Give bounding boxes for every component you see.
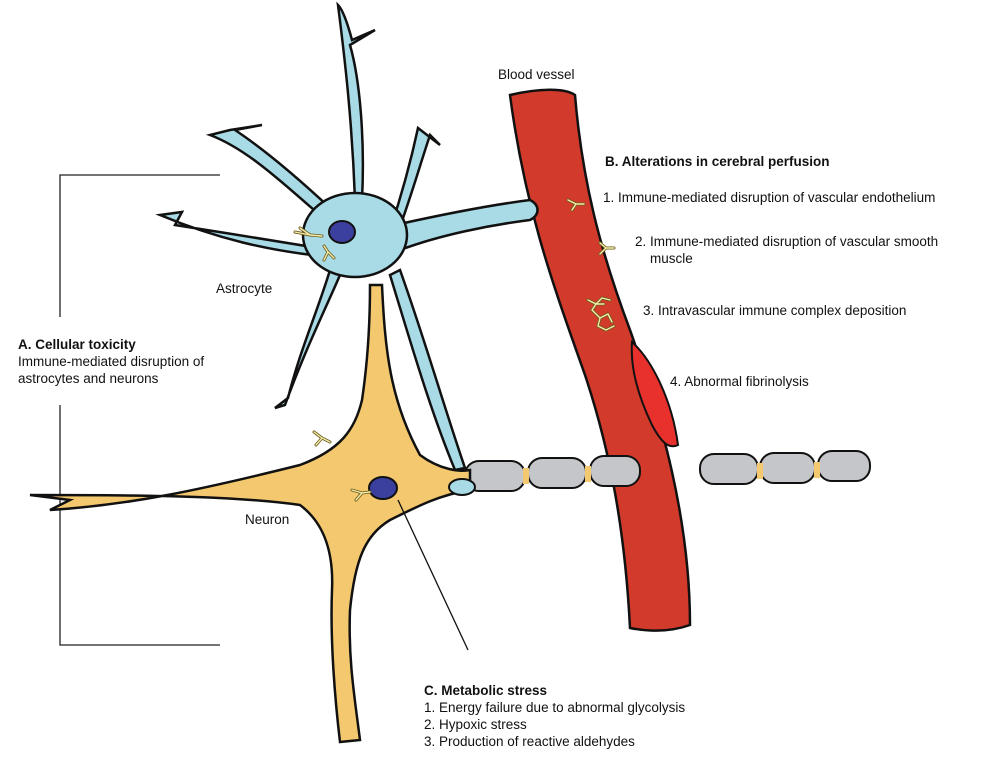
section-b-item: 1. Immune-mediated disruption of vascula… [603, 189, 935, 206]
section-c-item: 2. Hypoxic stress [424, 716, 685, 733]
section-a-text: A. Cellular toxicity Immune-mediated dis… [18, 336, 204, 387]
astrocyte-label: Astrocyte [216, 280, 272, 297]
section-a-line: Immune-mediated disruption of [18, 353, 204, 370]
section-a-bracket [60, 175, 220, 645]
astrocyte-endfoot [449, 479, 475, 495]
neuron-nucleus [369, 477, 397, 499]
blood-vessel [510, 90, 690, 631]
section-a-line: astrocytes and neurons [18, 370, 204, 387]
section-b-title: B. Alterations in cerebral perfusion [605, 153, 830, 170]
section-c-item: 1. Energy failure due to abnormal glycol… [424, 699, 685, 716]
section-b-item: 3. Intravascular immune complex depositi… [643, 302, 906, 319]
section-c-text: C. Metabolic stress 1. Energy failure du… [424, 682, 685, 750]
blood-vessel-label: Blood vessel [498, 66, 575, 83]
neuron-label: Neuron [245, 511, 289, 528]
section-b-item: 4. Abnormal fibrinolysis [670, 373, 809, 390]
section-c-item: 3. Production of reactive aldehydes [424, 733, 685, 750]
section-b-item: 2. Immune-mediated disruption of vascula… [635, 233, 938, 267]
section-a-title: A. Cellular toxicity [18, 336, 204, 353]
section-b-item-text: 2. Immune-mediated disruption of vascula… [635, 233, 938, 250]
metabolic-leader-line [398, 500, 468, 650]
section-b-item-continuation: muscle [635, 250, 938, 267]
section-c-title: C. Metabolic stress [424, 682, 685, 699]
astrocyte-nucleus [329, 221, 355, 243]
